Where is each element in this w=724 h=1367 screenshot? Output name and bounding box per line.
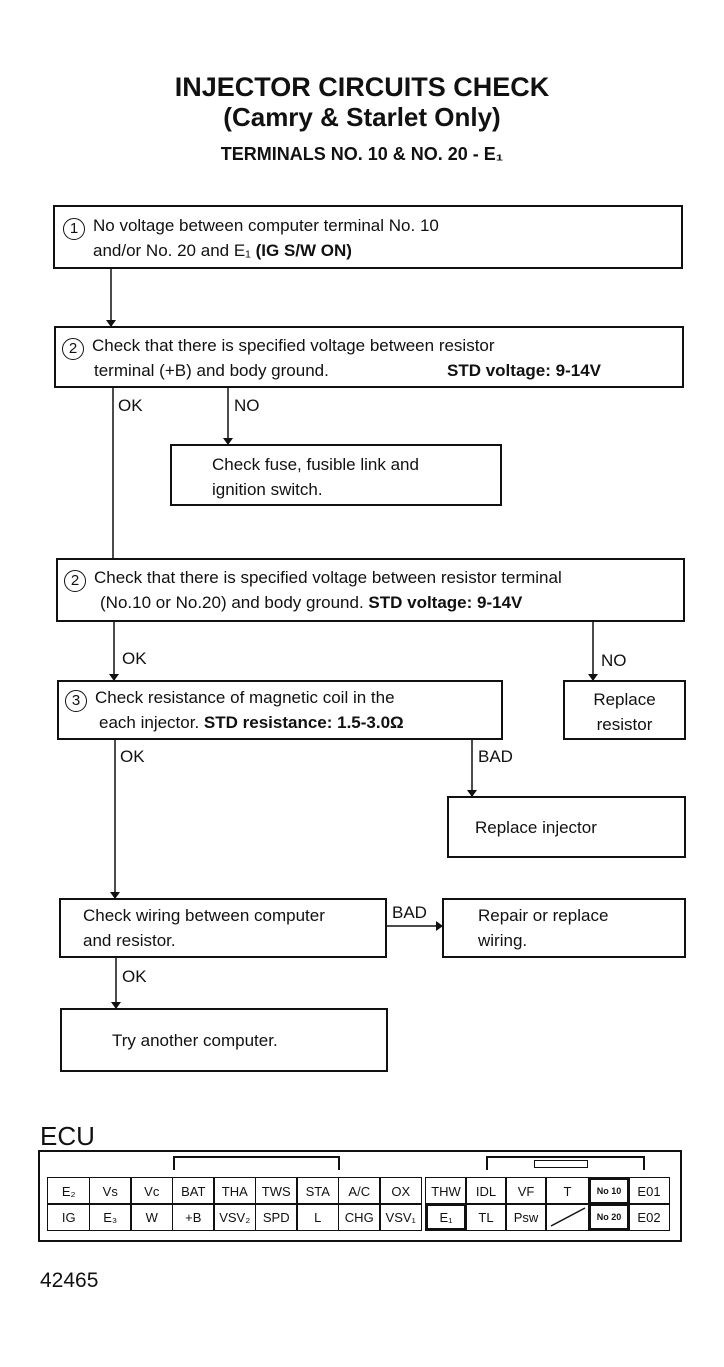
step1-line2: and/or No. 20 and E₁ bbox=[93, 241, 256, 260]
step3-std-resistance: STD resistance: 1.5-3.0Ω bbox=[203, 713, 404, 732]
ecu-terminal: VSV₁ bbox=[379, 1203, 423, 1231]
step2-line2: terminal (+B) and body ground. bbox=[94, 361, 329, 380]
step2b-line2: (No.10 or No.20) and body ground. bbox=[100, 593, 369, 612]
no-label: NO bbox=[601, 651, 627, 670]
ecu-terminal: SPD bbox=[254, 1203, 298, 1231]
step3-line1: Check resistance of magnetic coil in the bbox=[95, 688, 395, 707]
ok-label: OK bbox=[122, 649, 147, 668]
replace-resistor-line2: resistor bbox=[596, 715, 653, 734]
no-label: NO bbox=[234, 396, 260, 415]
ecu-terminal: L bbox=[296, 1203, 340, 1231]
step3-box: 3 Check resistance of magnetic coil in th… bbox=[57, 680, 503, 740]
repair-wiring-box: Repair or replace wiring. bbox=[442, 898, 686, 958]
ecu-terminal: THA bbox=[213, 1177, 257, 1205]
figure-number: 42465 bbox=[40, 1269, 99, 1292]
bad-label: BAD bbox=[478, 747, 513, 766]
step2b-std-voltage: STD voltage: 9-14V bbox=[368, 593, 523, 612]
step-number-badge: 2 bbox=[64, 570, 86, 592]
check-fuse-line2: ignition switch. bbox=[212, 480, 323, 499]
ecu-title: ECU bbox=[40, 1121, 95, 1151]
repair-wiring-line2: wiring. bbox=[478, 931, 528, 950]
ecu-terminal: T bbox=[545, 1177, 590, 1205]
diagram-subtitle: (Camry & Starlet Only) bbox=[223, 102, 501, 132]
ecu-terminal: TWS bbox=[254, 1177, 298, 1205]
ecu-terminal: W bbox=[130, 1203, 174, 1231]
try-another-computer-box: Try another computer. bbox=[60, 1008, 388, 1072]
diagram-title: INJECTOR CIRCUITS CHECK bbox=[174, 72, 550, 102]
check-wiring-box: Check wiring between computer and resist… bbox=[59, 898, 387, 958]
connector-latch bbox=[486, 1156, 645, 1170]
check-wiring-line1: Check wiring between computer bbox=[83, 906, 325, 925]
ecu-terminal-empty bbox=[545, 1203, 590, 1231]
ecu-terminal: A/C bbox=[337, 1177, 381, 1205]
repair-wiring-line1: Repair or replace bbox=[478, 906, 609, 925]
ecu-terminal: E01 bbox=[628, 1177, 670, 1205]
ecu-terminal: E₂ bbox=[47, 1177, 91, 1205]
connector-latch bbox=[173, 1156, 340, 1170]
check-fuse-line1: Check fuse, fusible link and bbox=[212, 455, 419, 474]
ok-label: OK bbox=[118, 396, 143, 415]
check-wiring-line2: and resistor. bbox=[83, 931, 176, 950]
terminals-heading: TERMINALS NO. 10 & NO. 20 - E₁ bbox=[220, 144, 504, 164]
step1-box: 1 No voltage between computer terminal No… bbox=[53, 205, 683, 269]
ecu-terminal: CHG bbox=[337, 1203, 381, 1231]
ecu-terminal: E₁ bbox=[425, 1203, 467, 1231]
ecu-terminal: IG bbox=[47, 1203, 91, 1231]
ecu-terminal: TL bbox=[465, 1203, 507, 1231]
ecu-terminal: STA bbox=[296, 1177, 340, 1205]
ecu-terminal: OX bbox=[379, 1177, 423, 1205]
step-number-badge: 2 bbox=[62, 338, 84, 360]
check-fuse-box: Check fuse, fusible link and ignition sw… bbox=[170, 444, 502, 506]
replace-resistor-box: Replace resistor bbox=[563, 680, 686, 740]
ecu-terminal: Vs bbox=[88, 1177, 132, 1205]
ecu-terminal: No 10 bbox=[588, 1177, 630, 1205]
step-number-badge: 3 bbox=[65, 690, 87, 712]
ecu-terminal: No 20 bbox=[588, 1203, 630, 1231]
ecu-terminal: VSV₂ bbox=[213, 1203, 257, 1231]
step2-line1: Check that there is specified voltage be… bbox=[92, 336, 495, 355]
ecu-terminal: IDL bbox=[465, 1177, 507, 1205]
ok-label: OK bbox=[120, 747, 145, 766]
step2b-line1: Check that there is specified voltage be… bbox=[94, 568, 562, 587]
step3-line2: each injector. bbox=[99, 713, 204, 732]
ecu-terminal: Vc bbox=[130, 1177, 174, 1205]
try-another-computer-text: Try another computer. bbox=[112, 1031, 278, 1050]
ok-label: OK bbox=[122, 967, 147, 986]
replace-injector-text: Replace injector bbox=[475, 818, 597, 837]
ecu-terminal: E₃ bbox=[88, 1203, 132, 1231]
ecu-terminal: THW bbox=[425, 1177, 467, 1205]
step-number-badge: 1 bbox=[63, 218, 85, 240]
replace-injector-box: Replace injector bbox=[447, 796, 686, 858]
ecu-terminal: E02 bbox=[628, 1203, 670, 1231]
step2-box: 2 Check that there is specified voltage b… bbox=[54, 326, 684, 388]
ecu-terminal: Psw bbox=[505, 1203, 547, 1231]
ecu-terminal: BAT bbox=[171, 1177, 215, 1205]
replace-resistor-line1: Replace bbox=[593, 690, 656, 709]
step1-line1: No voltage between computer terminal No.… bbox=[93, 216, 439, 235]
bad-label: BAD bbox=[392, 903, 427, 922]
step1-condition: (IG S/W ON) bbox=[255, 241, 352, 260]
ecu-terminal: VF bbox=[505, 1177, 547, 1205]
ecu-terminal: +B bbox=[171, 1203, 215, 1231]
step2b-box: 2 Check that there is specified voltage b… bbox=[56, 558, 685, 622]
step2-std-voltage: STD voltage: 9-14V bbox=[447, 361, 601, 380]
